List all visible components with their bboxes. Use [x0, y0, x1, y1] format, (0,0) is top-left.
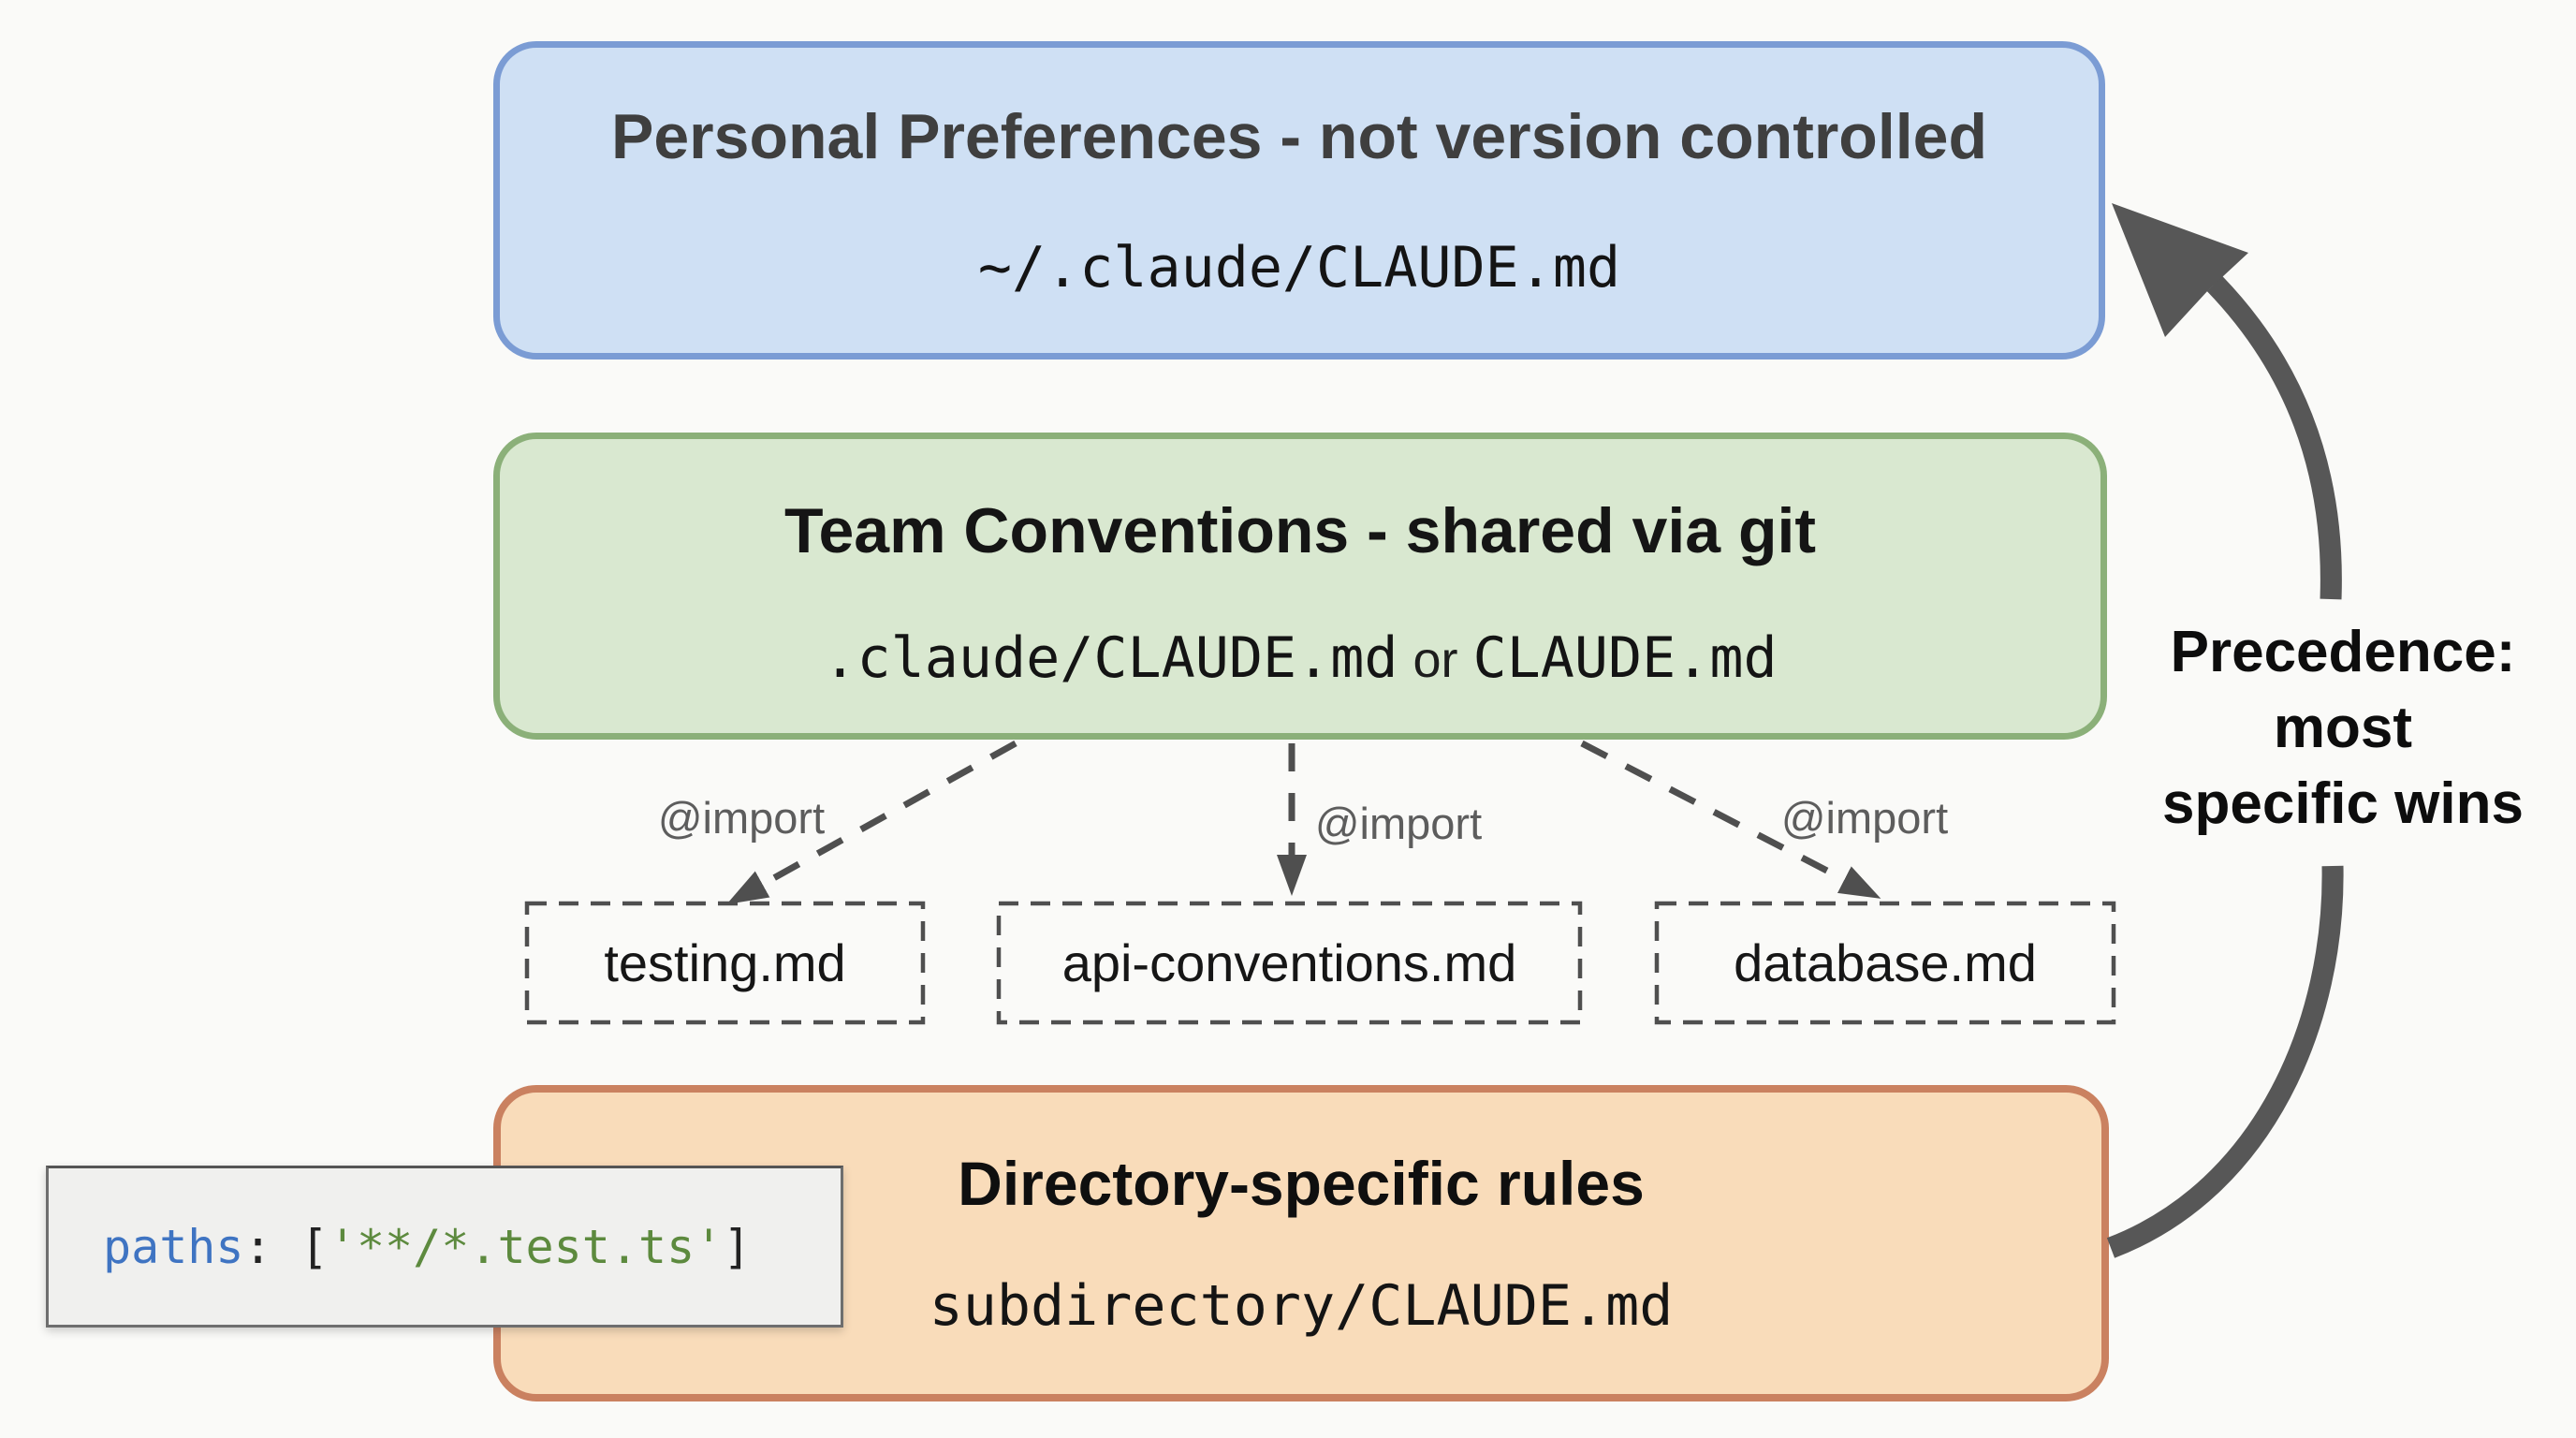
import-label-left: @import: [657, 793, 826, 843]
team-conventions-title: Team Conventions - shared via git: [783, 495, 1817, 566]
personal-preferences-path: ~/.claude/CLAUDE.md: [977, 235, 1621, 301]
precedence-line-3: specific wins: [2162, 771, 2524, 836]
team-conventions-box: Team Conventions - shared via git .claud…: [493, 433, 2107, 740]
directory-rules-path: subdirectory/CLAUDE.md: [929, 1273, 1674, 1339]
code-token: [: [300, 1219, 329, 1274]
import-label-middle: @import: [1314, 799, 1483, 848]
code-token: paths: [103, 1219, 244, 1274]
precedence-arrow-upper-segment: [2206, 276, 2342, 600]
code-token: :: [243, 1219, 300, 1274]
team-path-b: CLAUDE.md: [1472, 625, 1778, 691]
personal-preferences-box: Personal Preferences - not version contr…: [493, 41, 2105, 360]
code-token: ]: [723, 1219, 752, 1274]
team-path-a: .claude/CLAUDE.md: [823, 625, 1398, 691]
precedence-arrowhead-icon: [2112, 203, 2248, 337]
code-snippet-text: paths: ['**/*.test.ts']: [103, 1220, 751, 1274]
personal-preferences-title: Personal Preferences - not version contr…: [610, 101, 1987, 172]
precedence-note: Precedence: most specific wins: [2137, 614, 2549, 842]
precedence-line-1: Precedence:: [2170, 620, 2516, 684]
import-file-box-testing: testing.md: [604, 933, 846, 992]
code-token: '**/*.test.ts': [328, 1219, 724, 1274]
import-label-right: @import: [1780, 793, 1949, 843]
precedence-line-2: most: [2273, 696, 2413, 760]
directory-rules-title: Directory-specific rules: [958, 1149, 1645, 1218]
team-path-or: or: [1412, 632, 1458, 688]
import-file-box-database: database.md: [1734, 933, 2037, 992]
import-file-box-api-conventions: api-conventions.md: [1061, 933, 1517, 992]
code-snippet-box: paths: ['**/*.test.ts']: [46, 1166, 843, 1328]
precedence-arrow-lower-segment: [2106, 865, 2344, 1258]
